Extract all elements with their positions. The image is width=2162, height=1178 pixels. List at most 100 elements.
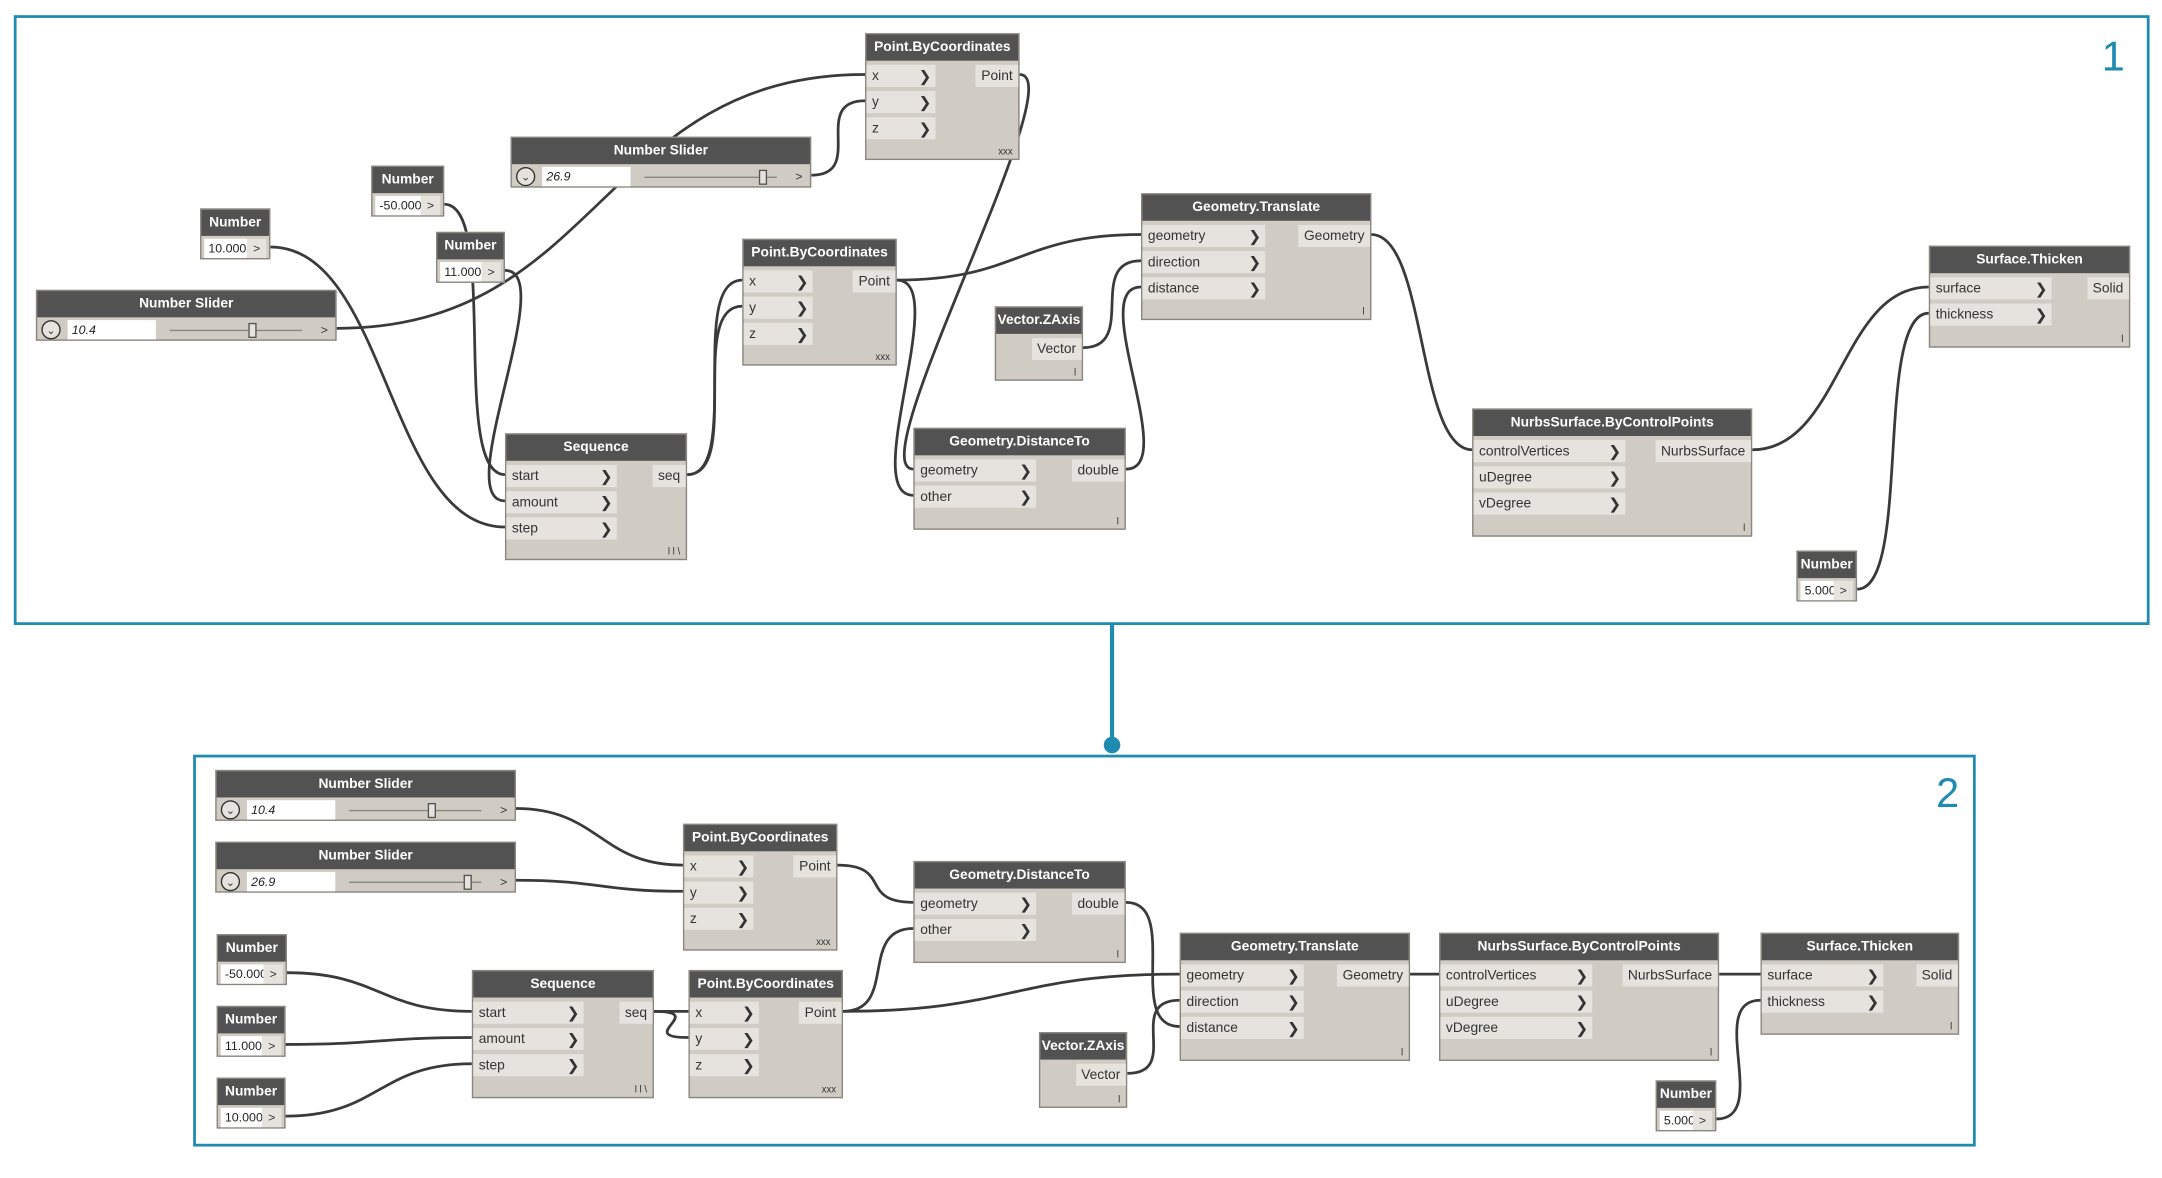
number-value-field[interactable]: -50.000 [375, 195, 422, 216]
lacing-indicator[interactable]: l [1074, 368, 1077, 379]
number-value-field[interactable]: -50.000 [220, 964, 267, 984]
output-port-double[interactable]: double [1071, 892, 1125, 915]
connector-wire[interactable] [1121, 285, 1146, 471]
slider-thumb[interactable] [759, 169, 768, 185]
connector-wire[interactable] [270, 245, 505, 529]
lacing-indicator[interactable]: xxx [875, 353, 890, 363]
output-port-nurbssurface[interactable]: NurbsSurface [1655, 440, 1751, 463]
connector-wire[interactable] [653, 1009, 689, 1039]
slider-value-field[interactable]: 10.4 [67, 320, 156, 340]
output-port-geometry[interactable]: Geometry [1298, 224, 1371, 247]
number-slider-node[interactable]: Number Slider⌄10.4> [35, 289, 337, 341]
input-port-surface[interactable]: surface❯ [1761, 964, 1884, 987]
lacing-indicator[interactable]: l l \ [667, 547, 681, 558]
connector-wire[interactable] [686, 304, 743, 476]
number-slider-node[interactable]: Number Slider⌄10.4> [215, 769, 517, 821]
input-port-amount[interactable]: amount❯ [506, 491, 617, 514]
input-port-vdegree[interactable]: vDegree❯ [1440, 1016, 1593, 1039]
connector-wire[interactable] [516, 878, 683, 893]
input-port-x[interactable]: x❯ [684, 855, 754, 878]
lacing-indicator[interactable]: l [2121, 335, 2124, 345]
lacing-indicator[interactable]: l l \ [634, 1085, 648, 1096]
number-node[interactable]: Number-50.000> [216, 934, 287, 986]
output-port-seq[interactable]: seq [652, 464, 686, 488]
output-port-arrow[interactable]: > [795, 169, 803, 184]
input-port-y[interactable]: y❯ [689, 1027, 759, 1050]
connector-wire[interactable] [1716, 998, 1761, 1121]
connector-wire[interactable] [516, 807, 683, 867]
input-port-x[interactable]: x❯ [689, 1001, 759, 1024]
connector-wire[interactable] [1125, 900, 1180, 1028]
input-port-thickness[interactable]: thickness❯ [1761, 990, 1884, 1013]
number-value-field[interactable]: 5.000 [1659, 1110, 1695, 1130]
chevron-down-icon[interactable]: ⌄ [516, 166, 536, 187]
output-port-arrow[interactable]: > [499, 802, 508, 817]
output-port-seq[interactable]: seq [619, 1001, 653, 1024]
input-port-z[interactable]: z❯ [684, 907, 754, 930]
input-port-direction[interactable]: direction❯ [1142, 251, 1266, 274]
output-port-arrow[interactable]: > [320, 322, 328, 337]
output-port-point[interactable]: Point [852, 270, 896, 293]
chevron-down-icon[interactable]: ⌄ [220, 800, 241, 820]
output-port-arrow[interactable]: > [1692, 1110, 1713, 1130]
slider-thumb[interactable] [427, 802, 436, 819]
input-port-geometry[interactable]: geometry❯ [914, 459, 1037, 482]
output-port-arrow[interactable]: > [246, 238, 267, 259]
input-port-distance[interactable]: distance❯ [1181, 1016, 1304, 1039]
output-port-nurbssurface[interactable]: NurbsSurface [1622, 964, 1718, 987]
number-value-field[interactable]: 11.000 [440, 262, 482, 282]
lacing-indicator[interactable]: l [1116, 950, 1119, 961]
number-slider-node[interactable]: Number Slider⌄26.9> [215, 841, 517, 893]
lacing-indicator[interactable]: l [1362, 307, 1365, 318]
slider-track[interactable] [349, 881, 482, 884]
input-port-x[interactable]: x❯ [866, 64, 936, 87]
output-port-arrow[interactable]: > [481, 262, 501, 282]
number-node[interactable]: Number-50.000> [371, 165, 445, 217]
input-port-udegree[interactable]: uDegree❯ [1440, 990, 1593, 1013]
connector-wire[interactable] [811, 99, 866, 177]
connector-wire[interactable] [902, 73, 1030, 471]
slider-value-field[interactable]: 26.9 [542, 166, 631, 187]
connector-wire[interactable] [896, 233, 1142, 282]
output-port-vector[interactable]: Vector [1031, 338, 1082, 361]
input-port-y[interactable]: y❯ [684, 881, 754, 904]
output-port-arrow[interactable]: > [499, 874, 508, 889]
connector-wire[interactable] [842, 927, 914, 1013]
output-port-solid[interactable]: Solid [2087, 277, 2129, 300]
output-port-arrow[interactable]: > [263, 964, 283, 984]
connector-wire[interactable] [487, 269, 523, 503]
input-port-controlvertices[interactable]: controlVertices❯ [1473, 440, 1626, 463]
number-value-field[interactable]: 5.000 [1800, 580, 1836, 601]
output-port-solid[interactable]: Solid [1916, 964, 1958, 987]
input-port-z[interactable]: z❯ [866, 117, 936, 140]
connector-wire[interactable] [1083, 259, 1142, 350]
connector-wire[interactable] [893, 278, 917, 497]
output-port-point[interactable]: Point [975, 64, 1019, 87]
slider-track[interactable] [349, 809, 482, 812]
input-port-z[interactable]: z❯ [689, 1054, 759, 1077]
input-port-udegree[interactable]: uDegree❯ [1473, 466, 1626, 489]
connector-wire[interactable] [285, 1036, 472, 1046]
connector-wire[interactable] [444, 202, 506, 476]
output-port-double[interactable]: double [1071, 459, 1125, 482]
input-port-direction[interactable]: direction❯ [1181, 990, 1304, 1013]
lacing-indicator[interactable]: l [1950, 1022, 1953, 1033]
input-port-geometry[interactable]: geometry❯ [1142, 224, 1266, 247]
input-port-geometry[interactable]: geometry❯ [1181, 964, 1304, 987]
